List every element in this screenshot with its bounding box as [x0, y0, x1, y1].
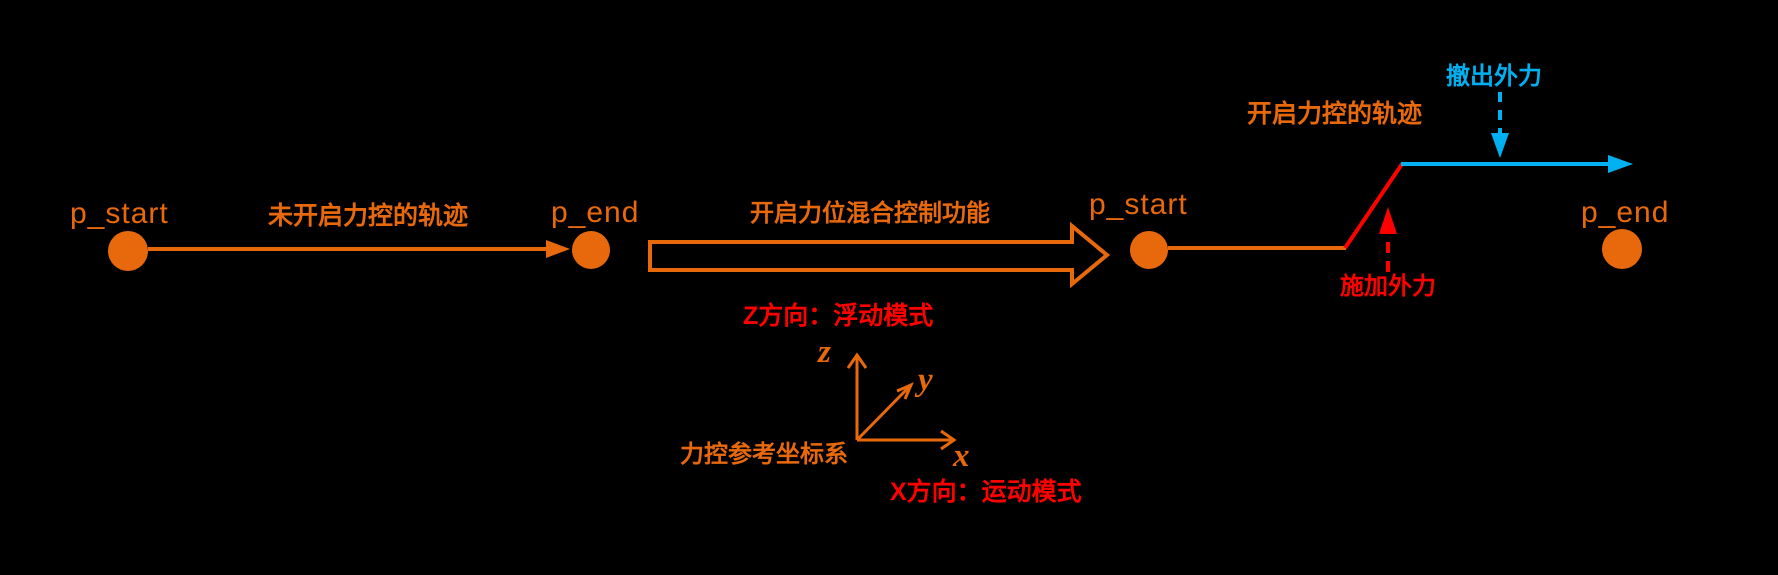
y-axis-line: [855, 384, 912, 442]
right-trajectory-red-segment: [1343, 162, 1404, 250]
axis-y-label: y: [918, 362, 933, 398]
right-p-start-label: p_start: [1089, 188, 1188, 221]
right-p-start-dot: [1130, 231, 1168, 269]
transition-arrow-icon: [648, 221, 1111, 289]
right-p-end-dot: [1602, 229, 1642, 269]
left-trajectory-label: 未开启力控的轨迹: [268, 202, 469, 230]
y-axis-arrowhead-icon: [896, 382, 914, 400]
left-p-start-label: p_start: [70, 197, 169, 230]
right-trajectory-label: 开启力控的轨迹: [1247, 100, 1423, 128]
ref-frame-title: 力控参考坐标系: [680, 441, 848, 468]
left-trajectory-arrowhead-icon: [546, 240, 570, 258]
left-p-end-dot: [572, 231, 610, 269]
z-axis-arrowhead-icon: [846, 352, 868, 369]
right-p-end-label: p_end: [1581, 196, 1670, 229]
withdraw-force-label: 撤出外力: [1446, 63, 1542, 90]
transition-arrow-label: 开启力位混合控制功能: [750, 200, 990, 227]
axis-x-label: x: [953, 438, 970, 474]
left-p-start-dot: [108, 231, 148, 271]
x-axis-arrowhead-icon: [940, 429, 957, 451]
axis-z-label: z: [818, 334, 831, 370]
apply-force-label: 施加外力: [1340, 273, 1436, 300]
x-mode-label: X方向：运动模式: [890, 478, 1082, 506]
withdraw-force-arrowhead-icon: [1491, 133, 1509, 158]
z-mode-label: Z方向：浮动模式: [743, 302, 934, 330]
apply-force-arrowhead-icon: [1379, 207, 1397, 234]
right-trajectory-arrowhead-icon: [1608, 155, 1633, 173]
left-p-end-label: p_end: [551, 196, 640, 229]
